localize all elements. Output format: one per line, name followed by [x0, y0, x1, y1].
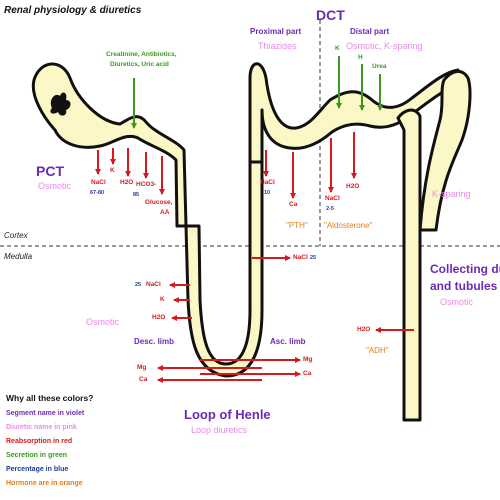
- desc-k: K: [160, 296, 165, 303]
- legend-item-segment: Segment name in violet: [6, 410, 85, 417]
- legend-item-reabsorption: Reabsorption in red: [6, 438, 73, 445]
- pct-glucose: Glucose,: [145, 199, 173, 206]
- desc-h2o: H2O: [152, 314, 166, 321]
- loop-osmotic: Osmotic: [86, 317, 120, 327]
- hormone-aldosterone: "Aldosterone": [324, 221, 373, 230]
- desc-nacl: NaCl: [146, 281, 161, 288]
- legend-item-hormone: Hormone are in orange: [6, 480, 83, 487]
- loop-diuretic: Loop diuretics: [191, 425, 248, 435]
- pct-hco3-pct: 85: [133, 192, 140, 198]
- pct-diuretic: Osmotic: [38, 181, 72, 191]
- collecting-h2o: H2O: [357, 326, 371, 333]
- pct-k: K: [110, 167, 115, 174]
- tubule-collecting-top: [418, 70, 472, 232]
- pct-h2o: H2O: [120, 179, 134, 186]
- dct-proximal-diuretic: Thiazides: [258, 41, 297, 51]
- asc-limb-label: Asc. limb: [270, 337, 306, 346]
- legend-item-percentage: Percentage in blue: [6, 466, 69, 473]
- dct-distal-label: Distal part: [350, 27, 390, 36]
- legend-heading: Why all these colors?: [6, 393, 94, 403]
- dct-nacl1-pct: 10: [264, 190, 271, 196]
- dct-nacl2-pct: 2-5: [326, 206, 334, 212]
- medulla-label: Medulla: [4, 252, 33, 261]
- tubule-pct: [31, 62, 188, 228]
- tubule-collecting-duct: [396, 108, 422, 422]
- glomerulus-tuft: [50, 92, 71, 116]
- dct-urea-secretion: Urea: [372, 63, 387, 70]
- hormone-adh: "ADH": [366, 346, 389, 355]
- pct-secretion-line1: Creatinine, Antibiotics,: [106, 51, 177, 58]
- dct-k-secretion: K: [335, 45, 340, 52]
- pct-hco3: HCO3-: [136, 181, 157, 188]
- legend-item-diuretic: Diuretic name in pink: [6, 424, 77, 431]
- dct-distal-diuretic: Osmotic, K-sparing: [346, 41, 423, 51]
- hormone-pth: "PTH": [286, 221, 308, 230]
- dct-label: DCT: [316, 7, 345, 23]
- desc-limb-label: Desc. limb: [134, 337, 175, 346]
- dct-nacl1: NaCl: [260, 179, 275, 186]
- ca-right: Ca: [303, 370, 312, 377]
- k-sparing-diuretic: K-sparing: [432, 189, 471, 199]
- cortex-label: Cortex: [4, 231, 28, 240]
- pct-aa: AA: [160, 209, 170, 216]
- dct-ca: Ca: [289, 201, 298, 208]
- dct-h2o: H2O: [346, 183, 360, 190]
- asc-nacl: NaCl: [293, 254, 308, 261]
- pct-label: PCT: [36, 163, 64, 179]
- tubule-dct: [248, 62, 460, 164]
- collecting-duct-label-line2: and tubules: [430, 279, 498, 293]
- dct-nacl2: NaCl: [325, 195, 340, 202]
- diagram-title: Renal physiology & diuretics: [4, 5, 142, 16]
- mg-left: Mg: [137, 364, 147, 371]
- dct-h-secretion: H: [358, 54, 363, 61]
- ca-left: Ca: [139, 376, 148, 383]
- desc-pct: 25: [135, 282, 142, 288]
- tubule-loop-of-henle: [175, 160, 264, 378]
- loop-of-henle-label: Loop of Henle: [184, 407, 271, 422]
- mg-right: Mg: [303, 356, 313, 363]
- collecting-duct-label-line1: Collecting duct: [430, 262, 500, 276]
- pct-nacl: NaCl: [91, 179, 106, 186]
- pct-nacl-pct: 67-80: [90, 190, 105, 196]
- legend-item-secretion: Secretion in green: [6, 452, 68, 459]
- collecting-diuretic: Osmotic: [440, 297, 474, 307]
- dct-proximal-label: Proximal part: [250, 27, 302, 36]
- asc-nacl-pct: 25: [310, 255, 317, 261]
- pct-secretion-line2: Diuretics, Uric acid: [110, 61, 169, 68]
